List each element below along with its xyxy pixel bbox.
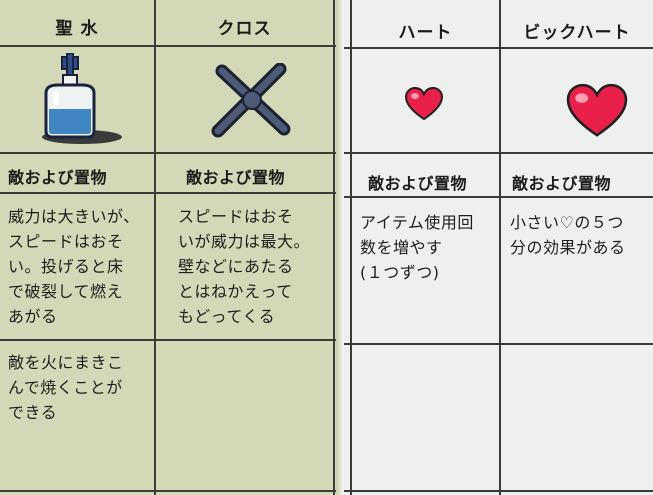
grid-line xyxy=(0,490,344,492)
item-title-heart: ハート xyxy=(398,23,453,43)
subheading-cross: 敵および置物 xyxy=(186,168,286,187)
grid-line xyxy=(0,192,344,194)
left-page: 聖 水 敵および置物 威力は大きいが、 スピードはおそ い。投げると床 で破裂し… xyxy=(0,0,344,495)
grid-line xyxy=(0,339,344,341)
grid-line xyxy=(333,0,335,495)
description-cross: スピードはおそ いが威力は最大。 壁などにあたる とはねかえって もどってくる xyxy=(178,207,311,326)
description-heart: アイテム使用回 数を増やす (１つずつ) xyxy=(360,213,474,282)
small-heart-icon xyxy=(404,86,444,121)
extra-holy-water: 敵を火にまきこ んで焼くことが できる xyxy=(8,353,124,422)
grid-line xyxy=(499,0,501,495)
cross-icon xyxy=(211,63,291,138)
subheading-heart: 敵および置物 xyxy=(368,174,468,193)
grid-line xyxy=(344,343,653,345)
holy-water-bottle-icon xyxy=(42,53,122,144)
description-holy-water: 威力は大きいが、 スピードはおそ い。投げると床 で破裂して燃え あがる xyxy=(8,207,140,326)
grid-line xyxy=(154,0,156,495)
subheading-big-heart: 敵および置物 xyxy=(512,174,612,193)
grid-line xyxy=(344,47,653,49)
grid-line xyxy=(344,490,653,492)
grid-line xyxy=(344,196,653,198)
grid-line xyxy=(0,152,344,154)
grid-line xyxy=(344,152,653,154)
right-page: ハート 敵および置物 アイテム使用回 数を増やす (１つずつ) ビックハート 敵… xyxy=(344,0,653,495)
item-title-cross: クロス xyxy=(217,19,272,39)
grid-line xyxy=(0,45,344,47)
big-heart-icon xyxy=(566,83,628,137)
item-title-holy-water: 聖 水 xyxy=(55,19,99,39)
subheading-holy-water: 敵および置物 xyxy=(8,168,108,187)
item-title-big-heart: ビックハート xyxy=(523,23,631,43)
description-big-heart: 小さい♡の５つ 分の効果がある xyxy=(510,213,626,257)
grid-line xyxy=(350,0,352,495)
